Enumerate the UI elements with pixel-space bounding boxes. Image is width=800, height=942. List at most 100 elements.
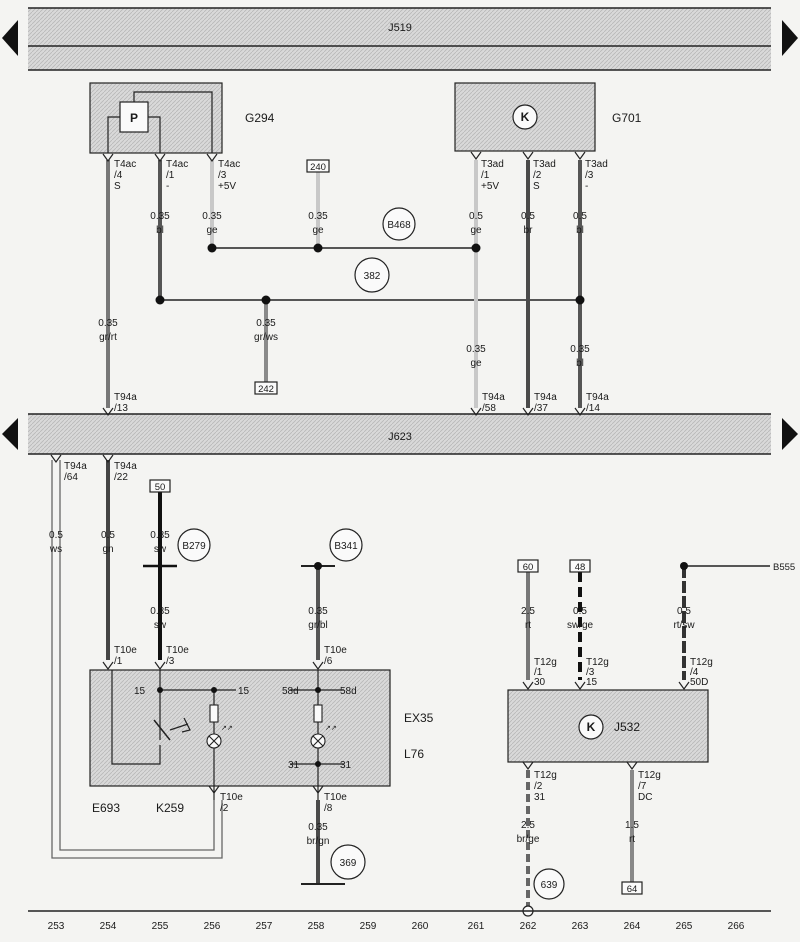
arrow-right-icon[interactable] [782,418,798,450]
svg-text:382: 382 [364,271,381,282]
svg-text:T12g: T12g [690,657,713,668]
svg-text:B279: B279 [182,541,206,552]
ref-box-60[interactable]: 60 [517,559,539,573]
svg-text:/37: /37 [534,403,548,414]
svg-text:0.35: 0.35 [150,606,170,617]
svg-text:15: 15 [134,686,146,697]
svg-text:0.35: 0.35 [466,344,486,355]
svg-text:gn: gn [102,544,113,555]
control-unit-icon: K [587,720,596,734]
svg-text:T3ad: T3ad [533,159,556,170]
junction-dot [314,562,322,570]
light-rays-icon: ↗↗ [221,725,233,732]
junction-dot [207,243,217,253]
arrow-left-icon[interactable] [2,20,18,56]
svg-text:/58: /58 [482,403,496,414]
svg-text:S: S [114,181,121,192]
junction-dot [155,295,165,305]
svg-text:T4ac: T4ac [166,159,188,170]
svg-text:240: 240 [310,162,326,173]
pressure-sensor-icon: P [130,111,138,125]
bus-j623: J623 [28,413,771,455]
svg-text:0.35: 0.35 [308,606,328,617]
grid-number: 266 [728,921,745,932]
svg-text:1.5: 1.5 [625,820,639,831]
svg-text:T4ac: T4ac [114,159,136,170]
control-unit-icon: K [521,110,530,124]
component-ex35 [89,669,391,800]
svg-text:DC: DC [638,792,652,803]
svg-text:2.5: 2.5 [521,606,535,617]
svg-text:0.5: 0.5 [573,211,587,222]
ref-box-48[interactable]: 48 [569,559,591,573]
grid-number: 253 [48,921,65,932]
svg-text:T12g: T12g [534,657,557,668]
svg-text:sw: sw [154,544,167,555]
svg-text:369: 369 [340,858,357,869]
svg-text:242: 242 [258,384,274,395]
svg-text:0.5: 0.5 [573,606,587,617]
grid-number: 255 [152,921,169,932]
svg-text:50D: 50D [690,677,708,688]
svg-text:sw/ge: sw/ge [567,620,594,631]
svg-text:0.35: 0.35 [150,530,170,541]
svg-text:/4: /4 [690,667,699,678]
ref-box-240[interactable]: 240 [306,159,330,173]
svg-text:/2: /2 [534,781,543,792]
svg-text:T94a: T94a [64,461,87,472]
ref-box-242[interactable]: 242 [254,381,278,395]
grid-number: 258 [308,921,325,932]
svg-text:-: - [166,181,169,192]
circle-b279: B279 [177,528,211,562]
ref-box-64[interactable]: 64 [621,881,643,895]
svg-text:/1: /1 [114,656,123,667]
svg-text:/7: /7 [638,781,647,792]
svg-text:60: 60 [523,562,534,573]
e693-label: E693 [92,801,120,815]
arrow-left-icon[interactable] [2,418,18,450]
pin-labels: 15 15 58d 58d 31 31 [134,686,357,771]
svg-text:/13: /13 [114,403,128,414]
grid-number: 262 [520,921,537,932]
ref-box-50[interactable]: 50 [149,479,171,493]
svg-text:bl: bl [156,225,164,236]
k259-label: K259 [156,801,184,815]
svg-text:bl: bl [576,225,584,236]
component-g294: P [89,82,223,154]
svg-text:T94a: T94a [534,392,557,403]
junction-dot [313,243,323,253]
svg-text:br/ge: br/ge [517,834,540,845]
grid-number: 257 [256,921,273,932]
connector-arrows-top [102,151,586,417]
junction-dot [575,295,585,305]
svg-text:T4ac: T4ac [218,159,240,170]
svg-text:0.35: 0.35 [202,211,222,222]
svg-text:0.35: 0.35 [308,822,328,833]
svg-text:ge: ge [470,358,482,369]
svg-text:/3: /3 [218,170,227,181]
ex35-label: EX35 [404,711,434,725]
svg-text:S: S [533,181,540,192]
svg-text:58d: 58d [282,686,299,697]
grid-number: 254 [100,921,117,932]
svg-text:15: 15 [238,686,250,697]
svg-text:T3ad: T3ad [481,159,504,170]
svg-text:/6: /6 [324,656,333,667]
grid-number: 263 [572,921,589,932]
svg-text:/4: /4 [114,170,123,181]
svg-text:/1: /1 [166,170,175,181]
junction-dot [471,243,481,253]
arrow-right-icon[interactable] [782,20,798,56]
grid-numbers: 253 254 255 256 257 258 259 260 261 262 … [48,921,745,932]
svg-text:/2: /2 [533,170,542,181]
svg-text:T12g: T12g [586,657,609,668]
svg-text:T94a: T94a [482,392,505,403]
svg-text:48: 48 [575,562,586,573]
svg-text:/1: /1 [481,170,490,181]
svg-text:/3: /3 [586,667,595,678]
svg-text:0.5: 0.5 [677,606,691,617]
svg-text:T12g: T12g [534,770,557,781]
svg-text:br: br [524,225,534,236]
svg-text:T94a: T94a [114,392,137,403]
